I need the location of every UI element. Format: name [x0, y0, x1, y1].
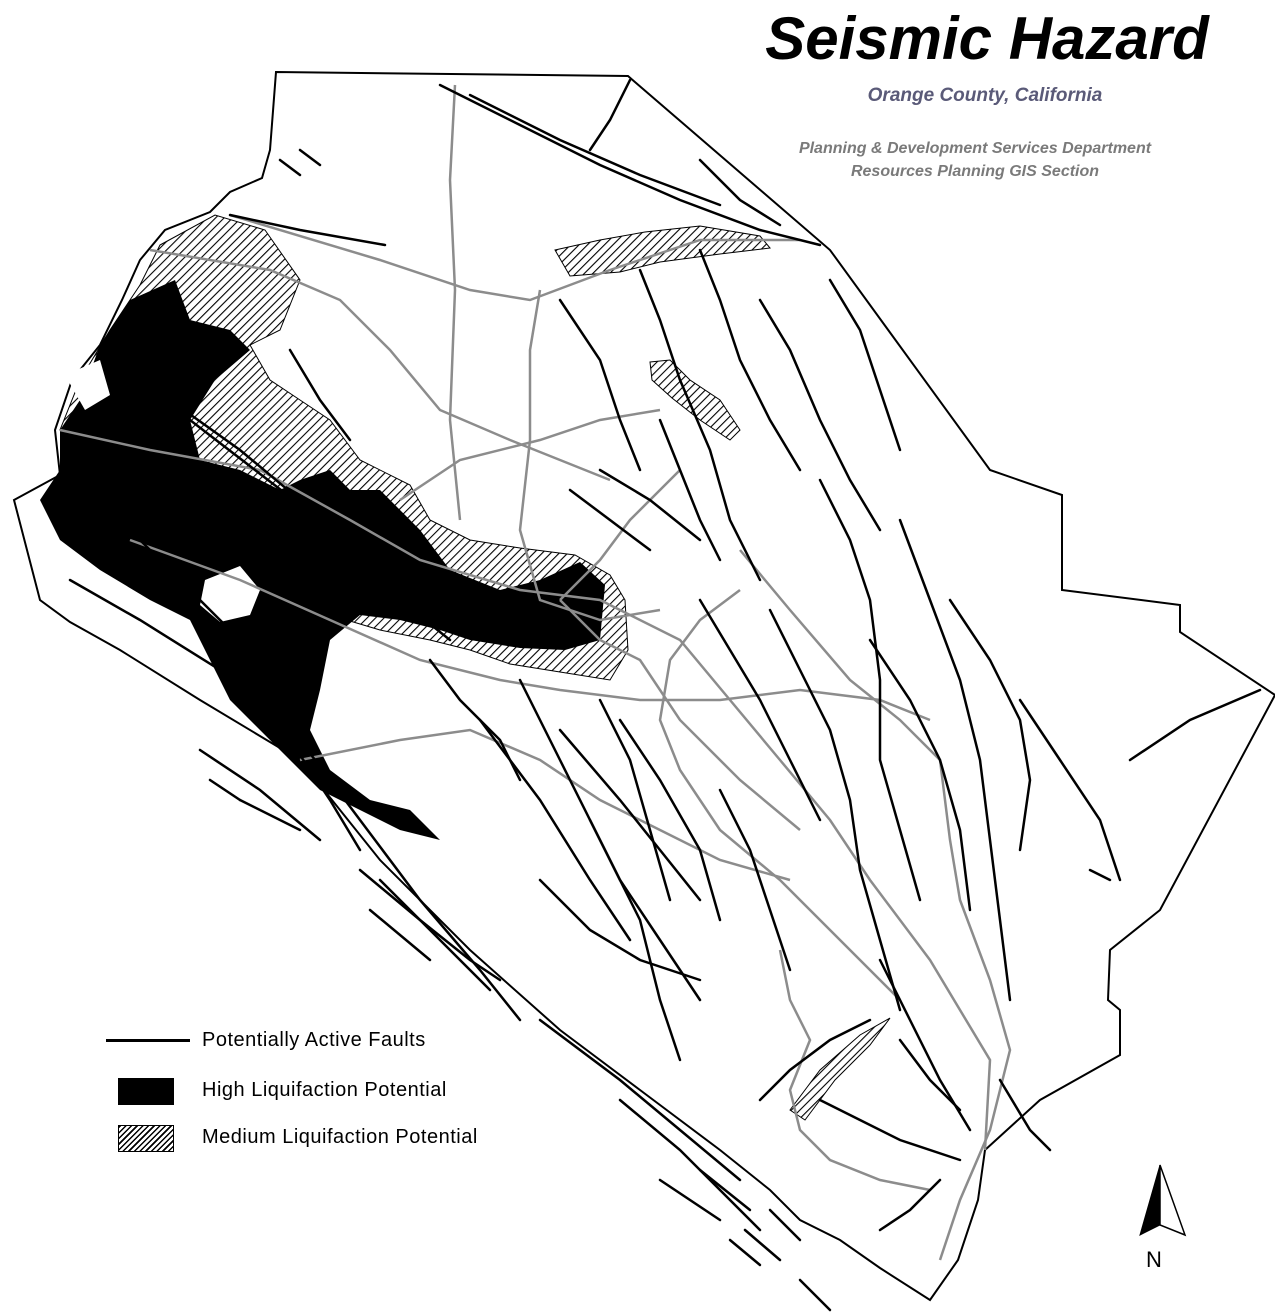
north-arrow-label: N — [1146, 1247, 1162, 1272]
fault-line — [378, 878, 492, 992]
road — [559, 469, 681, 601]
fault-line — [638, 268, 762, 582]
fault-line — [538, 878, 702, 982]
department-credit: Planning & Development Services Departme… — [740, 137, 1210, 183]
fault-line — [698, 158, 782, 227]
fault-line — [208, 778, 242, 802]
fault-line — [468, 93, 722, 207]
map-title: Seismic Hazard — [765, 5, 1209, 72]
fault-line — [698, 248, 802, 472]
fault-line — [658, 1178, 722, 1222]
fault-line — [768, 608, 902, 1012]
fault-line — [758, 298, 882, 532]
road — [59, 428, 992, 1151]
fault-line — [698, 1168, 752, 1212]
fault-line — [558, 728, 702, 902]
road — [559, 599, 801, 831]
department-line-2: Resources Planning GIS Section — [850, 163, 1100, 180]
fault-line — [598, 698, 672, 902]
medium-liquefaction-area-south — [789, 1017, 891, 1121]
fault-line — [818, 1098, 962, 1162]
fault-line — [538, 1018, 742, 1182]
fault-line — [878, 1178, 942, 1232]
road — [149, 248, 611, 482]
legend-label-faults: Potentially Active Faults — [202, 1029, 426, 1051]
fault-line — [298, 148, 322, 167]
fault-line — [718, 788, 792, 972]
fault-line — [558, 298, 642, 472]
fault-line — [658, 418, 722, 562]
legend-item-faults: Potentially Active Faults — [104, 1025, 544, 1055]
low-liquefaction-island — [200, 566, 260, 622]
fault-line — [798, 1278, 832, 1312]
fault-line — [278, 158, 302, 177]
fault-line — [618, 718, 722, 922]
fault-line — [588, 818, 702, 1002]
fault-line — [438, 83, 822, 247]
low-liquefaction-island — [65, 360, 110, 410]
fault-line — [228, 213, 387, 247]
fault-line — [68, 578, 362, 852]
fault-line — [113, 368, 322, 522]
fault-line — [1018, 698, 1122, 882]
fault-line — [588, 78, 632, 152]
legend-label-medium: Medium Liquifaction Potential — [202, 1126, 478, 1148]
fault-line — [898, 1038, 962, 1112]
faults-layer — [58, 78, 1262, 1312]
fault-line — [698, 598, 822, 822]
fault-line — [768, 1208, 802, 1242]
fault-line — [238, 798, 302, 832]
road — [658, 589, 901, 1001]
low-liquefaction-island — [318, 690, 420, 780]
roads-layer — [59, 84, 1012, 1261]
fault-line — [98, 348, 452, 642]
map-subtitle: Orange County, California — [867, 85, 1103, 106]
fault-line — [868, 638, 972, 912]
fault-line — [898, 518, 1012, 1002]
road — [129, 538, 931, 722]
road — [778, 949, 931, 1192]
fault-line — [288, 348, 352, 442]
fault-line — [998, 1078, 1052, 1152]
road — [448, 84, 462, 521]
road — [518, 289, 661, 622]
high-liquefaction-swatch — [118, 1078, 174, 1105]
department-line-1: Planning & Development Services Departme… — [798, 140, 1152, 157]
fault-line — [368, 908, 432, 962]
fault-line — [758, 1018, 872, 1102]
medium-liquefaction-area-creek — [649, 359, 741, 441]
legend-item-medium-liquefaction: Medium Liquifaction Potential — [104, 1122, 544, 1152]
fault-line — [828, 278, 902, 452]
fault-line — [198, 748, 322, 842]
north-arrow-icon — [1139, 1164, 1187, 1237]
fault-line — [1128, 688, 1262, 762]
high-liquefaction-area-inner — [262, 490, 360, 590]
fault-line — [598, 468, 702, 542]
fault-line — [818, 478, 922, 902]
fault-line — [568, 488, 652, 552]
county-boundary — [12, 70, 1275, 1302]
fault-line-swatch — [106, 1039, 190, 1042]
fault-line — [1088, 868, 1112, 882]
legend: Potentially Active Faults High Liquifact… — [104, 1025, 544, 1160]
legend-item-high-liquefaction: High Liquifaction Potential — [104, 1075, 544, 1105]
fault-line — [88, 468, 122, 482]
fault-line — [743, 1228, 782, 1262]
legend-label-high: High Liquifaction Potential — [202, 1079, 447, 1101]
road — [739, 549, 1012, 1261]
fault-line — [358, 868, 502, 982]
road — [229, 213, 800, 302]
fault-line — [428, 658, 522, 782]
fault-line — [948, 598, 1032, 852]
fault-line — [728, 1238, 762, 1267]
fault-line — [58, 468, 242, 642]
medium-liquefaction-swatch — [118, 1125, 174, 1152]
fault-line — [298, 738, 522, 1022]
